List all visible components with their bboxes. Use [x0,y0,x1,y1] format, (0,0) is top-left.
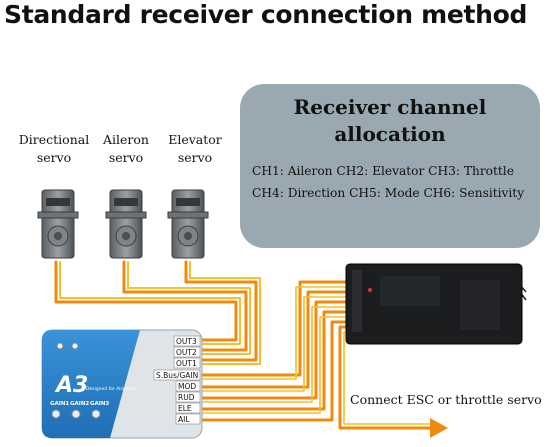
port-mod: MOD [178,382,196,391]
receiver-wire-4 [198,310,354,411]
receiver-wire-3 [198,300,354,400]
directional-servo-label: Directional servo [14,131,94,167]
port-sbus-gain: S.Bus/GAIN [156,371,198,380]
receiver [345,263,527,345]
esc-connection-label: Connect ESC or throttle servo [350,392,542,407]
port-out1: OUT1 [176,359,197,368]
aileron-servo-label: Aileron servo [96,131,156,167]
port-ele: ELE [178,404,192,413]
channel-allocation-box: Receiver channel allocation CH1: Aileron… [240,84,540,248]
gain1-label: GAIN1 [50,401,69,407]
receiver-wire-signal-2 [199,296,353,392]
servo-wires [54,260,261,365]
port-ail: AIL [178,415,190,424]
receiver-wire-signal-3 [199,306,353,403]
receiver-wire-2 [198,290,354,389]
servo-label-line: servo [177,150,213,165]
receiver-wire-5 [198,320,354,422]
heading-line-2: allocation [334,122,446,146]
page-title: Standard receiver connection method [4,0,528,29]
port-out3: OUT3 [176,337,197,346]
gain3-label: GAIN3 [90,401,109,407]
servo-label-line: Directional [18,132,90,147]
channel-line-2: CH4: Direction CH5: Mode CH6: Sensitivit… [252,186,525,200]
port-out2: OUT2 [176,348,197,357]
receiver-wire-1 [198,280,354,377]
channel-line-1: CH1: Aileron CH2: Elevator CH3: Throttle [252,164,514,178]
directional-servo [37,189,79,259]
aileron-servo-wire [122,260,251,355]
receiver-wire-signal-1 [199,286,353,380]
gain2-label: GAIN2 [70,401,89,407]
port-rud: RUD [178,393,195,402]
directional-servo-wire [54,260,241,345]
elevator-servo [167,189,209,259]
servo-label-line: Elevator [168,132,222,147]
elevator-servo-wire [184,260,261,365]
receiver-wires [198,280,354,422]
a3-controller: A3 Designed for Airplanes GAIN1 GAIN2 GA… [41,329,203,439]
controller-model: A3 [54,373,88,398]
port-labels: OUT3 OUT2 OUT1 S.Bus/GAIN MOD RUD ELE AI… [153,335,201,425]
servo-label-line: servo [108,150,144,165]
elevator-servo-label: Elevator servo [160,131,230,167]
controller-subtitle: Designed for Airplanes [86,386,138,392]
aileron-servo [105,189,147,259]
servo-label-line: Aileron [103,132,149,147]
heading-line-1: Receiver channel [293,95,487,119]
receiver-wire-signal-4 [199,316,353,414]
channel-allocation-heading: Receiver channel allocation [240,94,540,148]
servo-label-line: servo [36,150,72,165]
